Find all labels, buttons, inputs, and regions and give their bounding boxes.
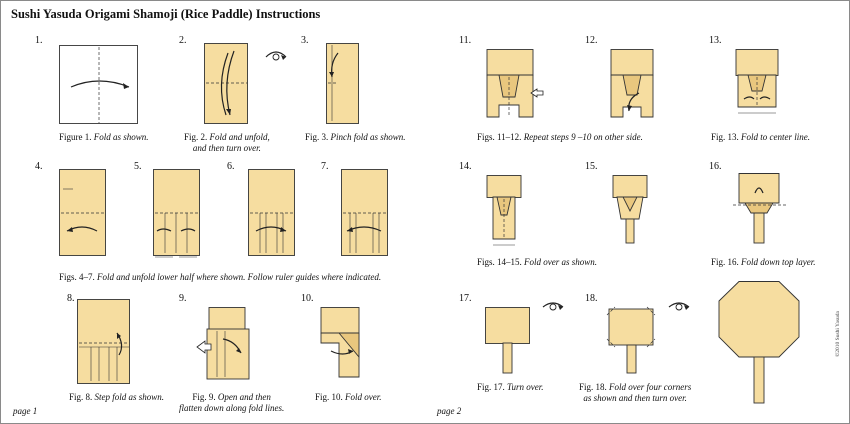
step-number-9: 9. xyxy=(179,293,187,304)
figure-14-diagram xyxy=(486,175,522,246)
step-number-12: 12. xyxy=(585,35,598,46)
caption-figs-14-15: Figs. 14–15. Fold over as shown. xyxy=(477,257,598,267)
step-number-14: 14. xyxy=(459,161,472,172)
step-number-1: 1. xyxy=(35,35,43,46)
page-title: Sushi Yasuda Origami Shamoji (Rice Paddl… xyxy=(11,7,321,21)
caption-figs-11-12: Figs. 11–12. Repeat steps 9 –10 on other… xyxy=(477,132,643,142)
step-number-18: 18. xyxy=(585,293,598,304)
step-number-2: 2. xyxy=(179,35,187,46)
turn-over-icon xyxy=(265,51,287,61)
step-number-3: 3. xyxy=(301,35,309,46)
figure-12-diagram xyxy=(610,49,654,118)
caption-fig-10: Fig. 10. Fold over. xyxy=(315,392,382,402)
step-number-8: 8. xyxy=(67,293,75,304)
step-number-5: 5. xyxy=(134,161,142,172)
figure-18-diagram xyxy=(606,302,690,374)
paper-square xyxy=(59,45,138,124)
caption-fig-2: Fig. 2. Fold and unfold,and then turn ov… xyxy=(184,132,270,153)
step-number-11: 11. xyxy=(459,35,472,46)
caption-figs-4-7: Figs. 4–7. Fold and unfold lower half wh… xyxy=(59,272,382,282)
step-number-15: 15. xyxy=(585,161,598,172)
figure-13-diagram xyxy=(735,49,779,114)
figure-10-diagram xyxy=(320,307,360,378)
step-number-16: 16. xyxy=(709,161,722,172)
caption-fig-13: Fig. 13. Fold to center line. xyxy=(711,132,810,142)
figure-16-diagram xyxy=(733,173,787,244)
figure-5-diagram xyxy=(153,169,200,258)
figure-15-diagram xyxy=(612,175,648,244)
figure-2-diagram xyxy=(204,43,287,124)
figure-17-diagram xyxy=(485,302,564,374)
step-number-7: 7. xyxy=(321,161,329,172)
figure-1-diagram xyxy=(59,45,138,124)
figure-8-diagram xyxy=(77,299,130,384)
paper-strip xyxy=(204,43,248,124)
step-number-10: 10. xyxy=(301,293,314,304)
figure-7-diagram xyxy=(341,169,388,256)
figure-9-diagram xyxy=(196,307,250,380)
figure-4-diagram xyxy=(59,169,106,256)
page-number-right: page 2 xyxy=(437,406,462,416)
caption-fig-17: Fig. 17. Turn over. xyxy=(477,382,544,392)
step-number-13: 13. xyxy=(709,35,722,46)
step-number-17: 17. xyxy=(459,293,472,304)
turn-over-icon xyxy=(668,302,690,311)
turn-over-icon xyxy=(542,302,564,311)
figure-6-diagram xyxy=(248,169,295,256)
caption-fig-1: Figure 1. Fold as shown. xyxy=(59,132,149,142)
copyright-note: ©2010 Sushi Yasuda xyxy=(835,311,841,357)
finished-shamoji-diagram xyxy=(718,281,800,404)
figure-3-diagram xyxy=(326,43,359,124)
caption-fig-16: Fig. 16. Fold down top layer. xyxy=(711,257,816,267)
step-number-4: 4. xyxy=(35,161,43,172)
open-arrow-icon xyxy=(196,340,212,354)
caption-fig-8: Fig. 8. Step fold as shown. xyxy=(69,392,165,402)
step-number-6: 6. xyxy=(227,161,235,172)
figure-11-diagram xyxy=(486,49,544,118)
caption-fig-3: Fig. 3. Pinch fold as shown. xyxy=(305,132,406,142)
page-number-left: page 1 xyxy=(13,406,38,416)
